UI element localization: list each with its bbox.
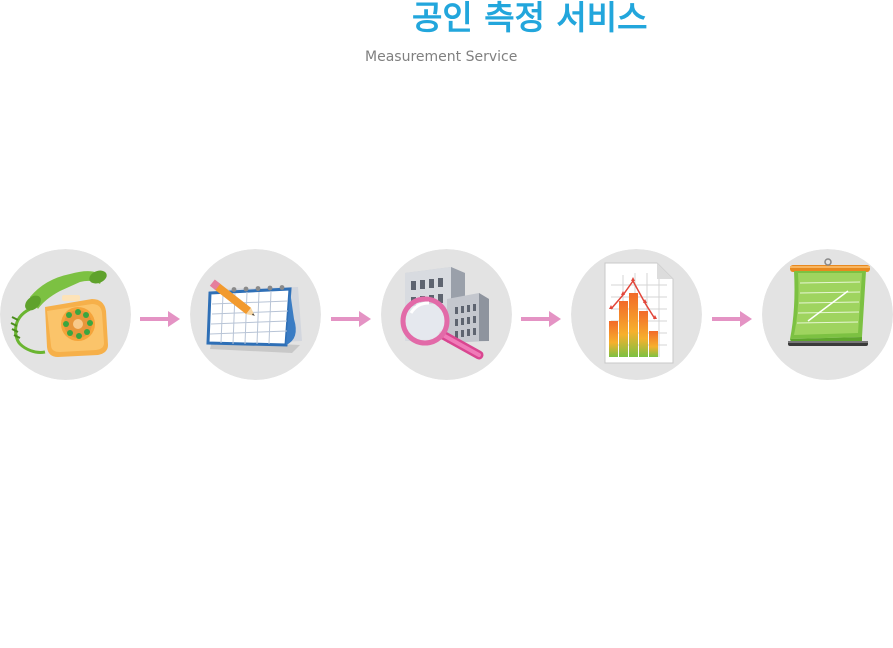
step-chart-report: [571, 249, 702, 380]
step-telephone: [0, 249, 131, 380]
arrow-right-icon: [140, 311, 180, 327]
arrow-right-icon: [521, 311, 561, 327]
step-calendar: [190, 249, 321, 380]
arrow-right-icon: [331, 311, 371, 327]
building-search-icon: [381, 249, 512, 380]
calendar-icon: [190, 249, 321, 380]
bar-chart-report-icon: [571, 249, 702, 380]
page-title: 공인 측정 서비스: [412, 0, 648, 37]
telephone-icon: [0, 249, 131, 380]
arrow-right-icon: [712, 311, 752, 327]
page-subtitle: Measurement Service: [365, 49, 518, 65]
step-presentation: [762, 249, 893, 380]
presentation-board-icon: [762, 249, 893, 380]
step-building-search: [381, 249, 512, 380]
